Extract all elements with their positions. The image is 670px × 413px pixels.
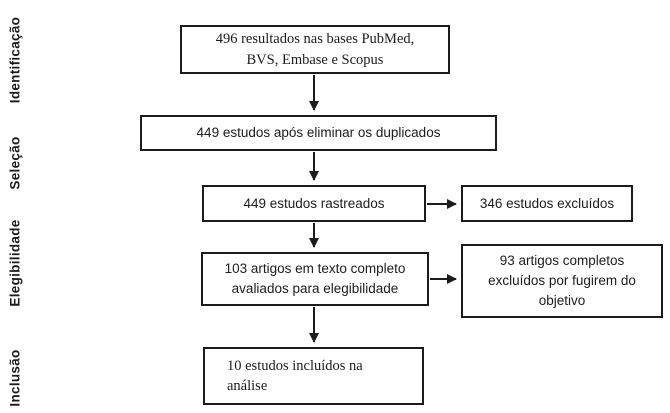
stage-label-inclusao: Inclusão bbox=[7, 349, 23, 407]
box-fulltext-excluded: 93 artigos completos excluídos por fugir… bbox=[461, 244, 663, 318]
stage-label-elegibilidade: Elegibilidade bbox=[7, 219, 23, 307]
box-after-duplicates-removed: 449 estudos após eliminar os duplicados bbox=[140, 115, 497, 151]
box-studies-included: 10 estudos incluídos na análise bbox=[203, 347, 424, 405]
box-records-excluded: 346 estudos excluídos bbox=[461, 185, 633, 222]
stage-label-selecao: Seleção bbox=[7, 136, 23, 190]
box-search-results: 496 resultados nas bases PubMed, BVS, Em… bbox=[180, 25, 450, 74]
box-fulltext-assessed: 103 artigos em texto completo avaliados … bbox=[201, 252, 429, 306]
stage-label-identificacao: Identificação bbox=[7, 16, 23, 104]
box-records-screened: 449 estudos rastreados bbox=[202, 185, 426, 222]
